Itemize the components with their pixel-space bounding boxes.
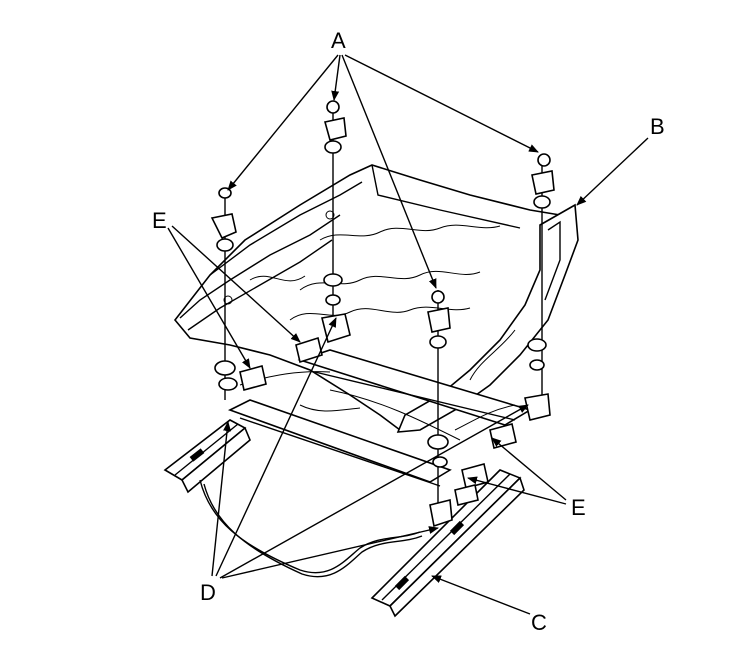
callout-leader-c (431, 575, 531, 615)
callout-leaders-a (227, 54, 539, 289)
label-d: D (200, 580, 216, 605)
bracket-icon (531, 170, 555, 195)
callout-leaders-d (211, 317, 529, 579)
callout-leaders-e-right (467, 437, 567, 505)
bracket-icon (210, 213, 237, 240)
nut-icon (326, 100, 340, 114)
label-a: A (331, 28, 346, 53)
seat-track-assembly (163, 349, 532, 618)
washer-icon (324, 140, 342, 154)
label-b: B (650, 114, 665, 139)
fastener-stack-left-rear (210, 187, 238, 400)
nut-icon (431, 290, 445, 304)
nut-icon (537, 153, 551, 167)
bracket-icon (324, 117, 347, 141)
washer-icon (216, 238, 234, 252)
label-e-left: E (152, 208, 167, 233)
seat-cushion-frame (173, 164, 579, 433)
label-e-right: E (571, 495, 586, 520)
callout-leaders-e-left (167, 225, 301, 369)
label-c: C (531, 610, 547, 635)
bracket-icon (427, 307, 451, 333)
callout-leader-b (576, 137, 649, 206)
washer-icon (533, 195, 551, 209)
fastener-stack-center-front (427, 290, 453, 528)
washer-icon (429, 335, 447, 349)
fastener-stack-right-rear (524, 153, 555, 421)
